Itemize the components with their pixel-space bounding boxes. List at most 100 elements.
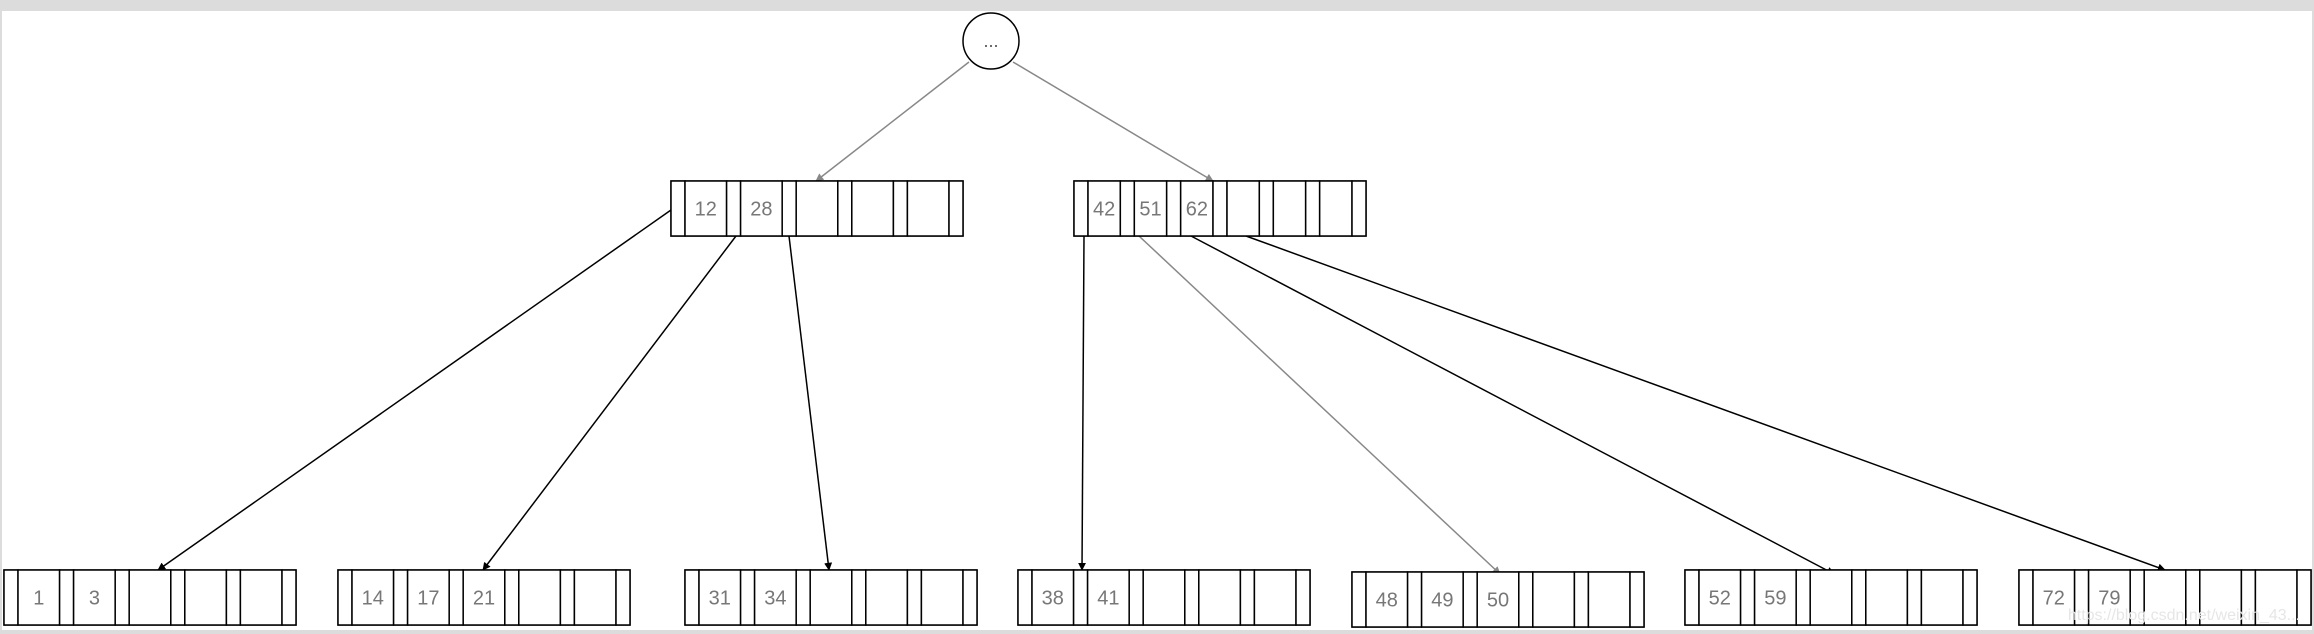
pointer-slot (1684, 569, 1700, 626)
key-cell (239, 569, 283, 626)
bottom-frame-edge (0, 630, 2314, 634)
key-cell (406, 569, 450, 626)
key-cell (1086, 569, 1130, 626)
pointer-slot (225, 569, 242, 626)
root-label: ... (983, 31, 998, 51)
pointer-slot (1518, 571, 1534, 628)
pointer-slot (1073, 180, 1089, 237)
pointer-slot (684, 569, 700, 626)
key-label: 72 (2043, 588, 2065, 610)
edges (157, 61, 2166, 575)
pointer-slot (615, 569, 631, 626)
pointer-slot (281, 569, 297, 626)
pointer-slot (739, 569, 756, 626)
key-cell (1253, 569, 1297, 626)
key-label: 41 (1097, 588, 1119, 610)
edge-B-L6 (1190, 235, 1835, 575)
key-cell (2143, 569, 2187, 626)
key-cell (1809, 569, 1853, 626)
key-cell (2032, 569, 2076, 626)
pointer-slot (781, 180, 797, 237)
key-cell (1318, 180, 1353, 237)
root-node: ... (962, 12, 1020, 70)
pointer-slot (1406, 571, 1423, 628)
edge-A-L3 (788, 235, 833, 571)
pointer-slot (837, 180, 853, 237)
pointer-slot (892, 180, 909, 237)
key-cell (351, 569, 395, 626)
pointer-slot (1128, 569, 1144, 626)
key-cell (809, 569, 853, 626)
key-label: 50 (1487, 590, 1509, 612)
key-label: 31 (709, 588, 731, 610)
key-cell (865, 569, 909, 626)
key-label: 14 (362, 588, 384, 610)
pointer-slot (1351, 571, 1367, 628)
key-cell (1087, 180, 1122, 237)
key-cell (1142, 569, 1186, 626)
key-label: 12 (695, 199, 717, 221)
key-label: 3 (89, 588, 100, 610)
pointer-slot (1239, 569, 1256, 626)
key-cell (1272, 180, 1307, 237)
key-cell (1226, 180, 1261, 237)
pointer-slot (725, 180, 742, 237)
pointer-slot (2018, 569, 2034, 626)
edge-B-L5 (1138, 235, 1501, 575)
edge-root-B (1012, 61, 1214, 182)
key-cell (920, 569, 964, 626)
key-cell (1031, 569, 1075, 626)
left-frame-edge (0, 11, 2, 634)
key-label: 62 (1186, 199, 1208, 221)
pointer-slot (170, 569, 186, 626)
key-label: 21 (473, 588, 495, 610)
pointer-slot (392, 569, 409, 626)
key-cell (851, 180, 895, 237)
key-label: 34 (764, 588, 786, 610)
pointer-slot (670, 180, 686, 237)
pointer-slot (1795, 569, 1811, 626)
pointer-slot (1739, 569, 1756, 626)
pointer-slot (1573, 571, 1590, 628)
key-cell (1587, 571, 1631, 628)
key-cell (128, 569, 172, 626)
key-cell (698, 569, 742, 626)
pointer-slot (448, 569, 464, 626)
key-cell (573, 569, 617, 626)
key-label: 49 (1431, 590, 1453, 612)
root-circle (962, 12, 1020, 70)
pointer-slot (851, 569, 867, 626)
pointer-slot (1072, 569, 1089, 626)
key-cell (1865, 569, 1909, 626)
edge-B-L4 (1078, 235, 1087, 571)
pointer-slot (948, 180, 964, 237)
leaf-node-l5: 48 49 50 (1351, 571, 1645, 628)
key-cell (1365, 571, 1409, 628)
key-cell (17, 569, 61, 626)
key-label: 28 (750, 199, 772, 221)
key-label: 59 (1764, 588, 1786, 610)
key-label: 48 (1376, 590, 1398, 612)
internal-node-a: 12 28 (670, 180, 964, 237)
key-cell (1753, 569, 1797, 626)
pointer-slot (1017, 569, 1033, 626)
pointer-slot (795, 569, 811, 626)
edge-B-L7 (1245, 235, 2166, 572)
pointer-slot (58, 569, 75, 626)
key-label: 42 (1093, 199, 1115, 221)
pointer-slot (559, 569, 576, 626)
pointer-slot (2296, 569, 2312, 626)
pointer-slot (1629, 571, 1645, 628)
edge-A-L2 (482, 235, 737, 571)
pointer-slot (1258, 180, 1275, 237)
key-label: 51 (1139, 199, 1161, 221)
pointer-slot (1351, 180, 1367, 237)
key-cell (2254, 569, 2298, 626)
pointer-slot (906, 569, 923, 626)
key-cell (1920, 569, 1964, 626)
